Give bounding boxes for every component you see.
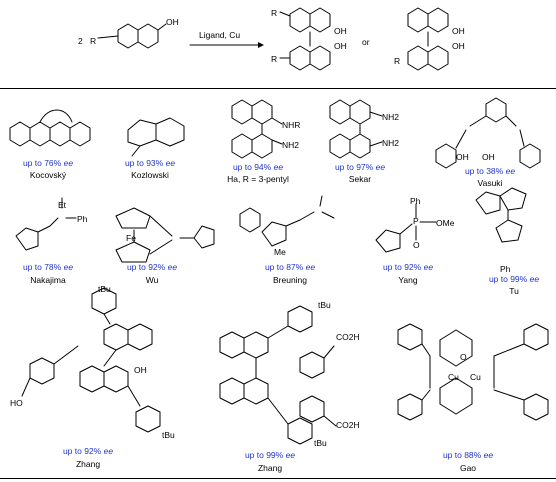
name-nakajima: Nakajima [30,275,66,285]
product2-substituent: R [394,56,401,66]
kocovsky-structure [9,109,91,147]
ee-tu: up to 99% ee [488,274,540,284]
divider-top [0,88,556,89]
atom-nh2-sekar-1: NH2 [382,112,400,122]
atom-fe: Fe [126,233,136,243]
name-zhang-2: Zhang [257,463,283,473]
ee-zhang-2: up to 99% ee [244,450,296,460]
name-gao: Gao [459,463,477,473]
ee-kocovsky: up to 76% ee [22,158,74,168]
name-vasuki: Vasuki [477,178,503,188]
atom-p: P [413,216,419,226]
product1-oh-bottom: OH [334,41,347,51]
ee-ha: up to 94% ee [232,162,284,172]
ee-wu: up to 92% ee [126,262,178,272]
atom-ph-yang: Ph [410,196,421,206]
name-zhang-1: Zhang [75,459,101,469]
atom-tbu-zhang1-bottom: tBu [162,430,175,440]
hydroxyl-label: OH [166,17,179,27]
kozlowski-structure [127,117,185,157]
atom-nhr: NHR [282,120,301,130]
name-breuning: Breuning [272,275,308,285]
sekar-structure [329,99,383,159]
atom-tbu-zhang2-bottom: tBu [314,438,327,448]
atom-nh2-ha: NH2 [282,140,300,150]
ee-nakajima: up to 78% ee [22,262,74,272]
zhang1-structure [21,287,161,433]
product1-oh-top: OH [334,26,347,36]
atom-oh-zhang1: OH [134,365,147,375]
zhang2-structure [219,305,337,445]
product2-oh-top: OH [452,26,465,36]
name-kozlowski: Kozlowski [131,170,169,180]
ee-sekar: up to 97% ee [334,162,386,172]
tu-structure [475,187,527,243]
name-tu: Tu [509,286,519,296]
product1-substituent-top: R [271,8,278,18]
binol-product-1 [279,7,331,71]
ee-gao: up to 88% ee [442,450,494,460]
ha-structure [231,99,283,159]
atom-co2h-zhang2-bottom: CO2H [336,420,360,430]
ee-breuning: up to 87% ee [264,262,316,272]
atom-oh-vasuki-2: OH [482,152,495,162]
atom-ome: OMe [436,218,455,228]
arrow-head [258,42,264,48]
atom-ph-tu: Ph [500,264,511,274]
name-wu: Wu [145,275,159,285]
atom-nh2-sekar-2: NH2 [382,138,400,148]
atom-cu-1: Cu [470,372,481,382]
ee-vasuki: up to 38% ee [464,166,516,176]
atom-co2h-zhang2-top: CO2H [336,332,360,342]
vasuki-structure [435,97,541,169]
name-kocovsky: Kocovský [29,170,67,180]
atom-ph-nakajima: Ph [77,214,88,224]
name-sekar: Sekar [348,174,372,184]
arrow-label: Ligand, Cu [199,30,241,40]
nakajima-structure [15,197,77,251]
or-text: or [362,37,370,47]
atom-o-gao: O [460,352,467,362]
atom-o-yang: O [413,240,420,250]
product1-substituent-bottom: R [271,54,278,64]
gao-structure [397,323,549,421]
ee-yang: up to 92% ee [382,262,434,272]
yang-structure [375,203,437,253]
wu-structure [115,207,215,263]
naphthol-structure [97,23,167,49]
substituent-label: R [90,36,97,46]
atom-tbu-zhang2-top: tBu [318,300,331,310]
binol-product-2 [407,7,449,71]
atom-cu-2: Cu [448,372,459,382]
reagent-coefficient: 2 [78,36,83,46]
atom-et: Et [58,200,67,210]
product2-oh-bottom: OH [452,41,465,51]
ee-zhang-1: up to 92% ee [62,446,114,456]
divider-bottom [0,478,556,479]
atom-ho-zhang1: HO [10,398,23,408]
name-ha: Ha, R = 3-pentyl [227,174,289,184]
name-yang: Yang [398,275,418,285]
breuning-structure [239,195,335,247]
atom-oh-vasuki-1: OH [456,152,469,162]
atom-tbu-zhang1-top: tBu [98,284,111,294]
atom-me: Me [274,247,286,257]
ee-kozlowski: up to 93% ee [124,158,176,168]
